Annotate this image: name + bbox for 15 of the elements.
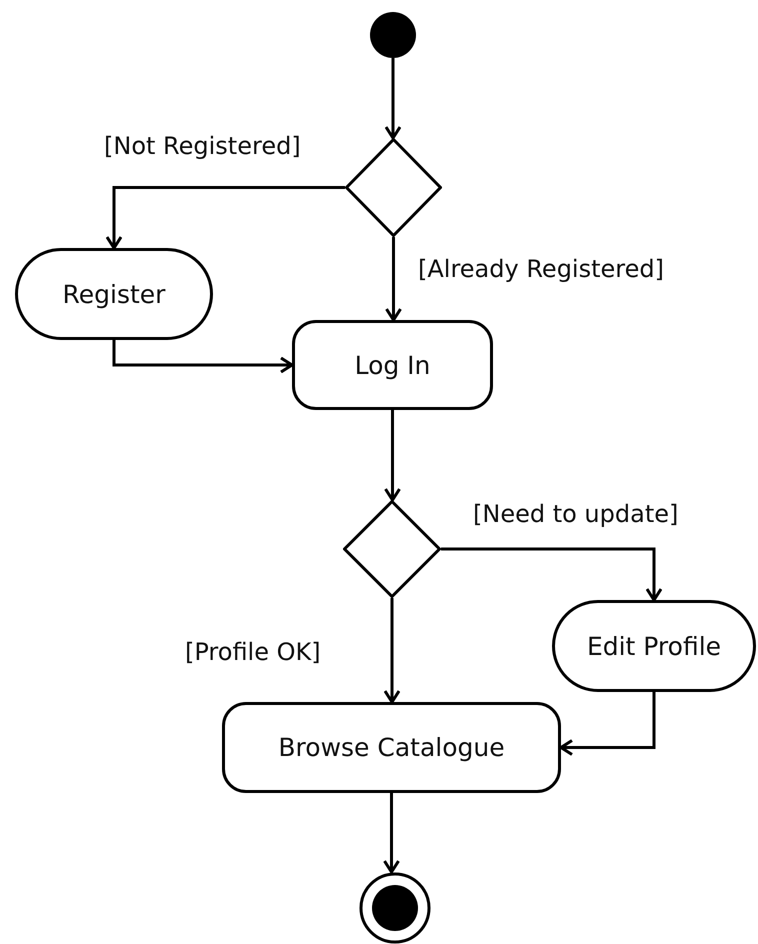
arrow xyxy=(112,340,294,374)
arrow xyxy=(560,692,656,756)
arrow xyxy=(383,793,400,874)
arrow xyxy=(106,186,345,250)
arrow xyxy=(385,237,402,322)
arrow xyxy=(384,598,400,704)
arrow xyxy=(441,548,662,602)
activity-label: Browse Catalogue xyxy=(278,733,505,762)
activity-box xyxy=(222,702,561,793)
activity-label: Register xyxy=(62,280,166,308)
activity-label: Log In xyxy=(354,350,430,380)
activity-label: Edit Profile xyxy=(586,632,722,660)
arrow xyxy=(384,410,401,502)
activity-box xyxy=(292,320,493,410)
arrow xyxy=(384,58,402,140)
